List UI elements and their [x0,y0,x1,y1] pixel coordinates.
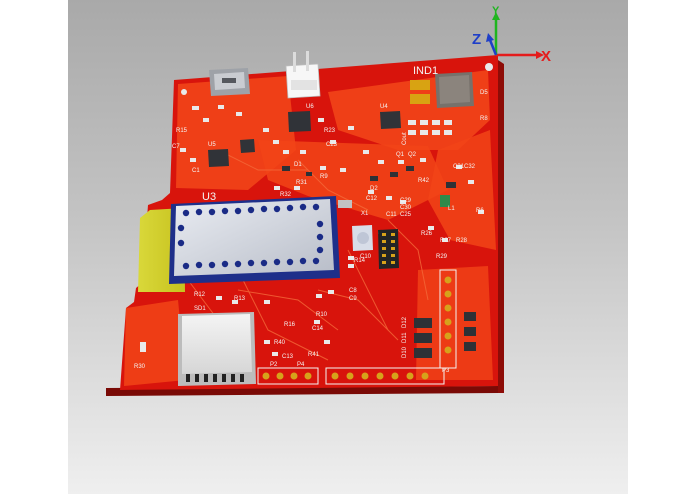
y-axis-arrow [492,12,500,20]
header-footprint-p3[interactable] [325,367,445,385]
sd-card-socket[interactable] [178,312,256,386]
copper-pour-bottom-right [416,266,493,380]
label-r8: R8 [480,116,488,122]
label-d5: D5 [480,90,488,96]
label-d11: D11 [402,332,408,343]
label-c31: C31 [453,164,465,170]
label-c13: C13 [282,354,294,360]
label-r26: R26 [421,231,433,237]
3d-viewport[interactable]: IND1 Cout [68,0,628,494]
green-sensor[interactable] [440,195,450,207]
z-axis-label: Z [472,31,481,48]
label-r6: R6 [476,208,484,214]
label-r12: R12 [194,292,206,298]
ic-u6[interactable] [288,111,311,132]
x-axis-label: X [541,48,551,65]
jst-connector[interactable] [285,51,321,99]
diode-array[interactable] [414,318,432,358]
label-q1: Q1 [396,152,405,158]
axis-triad[interactable]: X Y Z [472,5,551,65]
label-r28: R28 [456,238,468,244]
label-r41: R41 [308,352,320,358]
label-r29: R29 [436,254,448,260]
copper-pour-right [428,130,496,250]
label-d12: D12 [402,316,408,328]
label-r13: R13 [234,296,246,302]
label-r30: R30 [134,364,146,370]
pin-header-2x5[interactable] [378,229,399,269]
label-r14: R14 [354,258,366,264]
board-edge-right [498,60,504,393]
label-d1: D1 [294,162,302,168]
label-r15: R15 [176,128,188,134]
label-c11: C11 [386,212,397,218]
usb-connector[interactable] [209,68,250,96]
label-c10: C10 [360,254,372,260]
label-c25: C25 [400,212,412,218]
label-p2: P2 [270,362,278,368]
header-footprint-p2-p4[interactable] [257,367,319,385]
mounting-hole-top-left [181,89,187,95]
output-capacitor-bank [408,120,452,135]
z-axis-arrow [486,33,494,42]
pcb-3d-scene[interactable]: IND1 Cout [68,0,628,494]
label-c7: C7 [172,144,180,150]
label-p3: P3 [442,368,450,374]
ic-u5[interactable] [208,149,229,167]
label-r10: R10 [316,312,328,318]
label-d2: D2 [370,186,378,192]
label-q2: Q2 [408,152,417,158]
copper-pour-bottom-left [124,300,186,386]
label-u6: U6 [306,104,314,110]
mounting-hole-top-right [485,63,493,71]
label-ind1: IND1 [413,65,438,77]
label-p4: P4 [297,362,305,368]
push-button[interactable] [352,225,373,251]
label-r42: R42 [418,178,430,184]
sd-pins [186,374,244,382]
label-r9: R9 [320,174,328,180]
x-axis-arrow [536,51,544,59]
label-x1: X1 [361,211,369,217]
label-l1: L1 [448,206,455,212]
label-sd1: SD1 [194,306,206,312]
label-r16: R16 [284,322,296,328]
label-c14: C14 [312,326,324,332]
label-c9: C9 [349,296,357,302]
ic-regulator[interactable] [240,139,255,153]
ic-u4[interactable] [380,111,401,129]
inductor-ind1[interactable] [410,72,474,108]
label-u3: U3 [202,191,216,203]
y-axis-label: Y [492,5,500,17]
label-u4: U4 [380,104,388,110]
label-c12: C12 [366,196,378,202]
z-axis-line [488,39,498,56]
label-cout: Cout [402,132,408,145]
transistor-array[interactable] [464,312,476,351]
label-r27: R27 [440,238,452,244]
label-r23: R23 [324,128,336,134]
label-c29: C29 [400,198,412,204]
label-d10: D10 [402,346,408,358]
u3-castellated-holes [177,203,324,270]
label-c32: C32 [464,164,476,170]
label-c1: C1 [192,168,200,174]
label-r31: R31 [296,180,308,186]
dark-smd-components [282,166,456,188]
label-r40: R40 [274,340,286,346]
label-c23: C23 [326,142,338,148]
header-footprint-vertical[interactable] [439,269,457,369]
label-c30: C30 [400,205,412,211]
label-c8: C8 [349,288,357,294]
label-u5: U5 [208,142,216,148]
crystal-x1[interactable] [338,200,352,208]
label-r32: R32 [280,192,292,198]
